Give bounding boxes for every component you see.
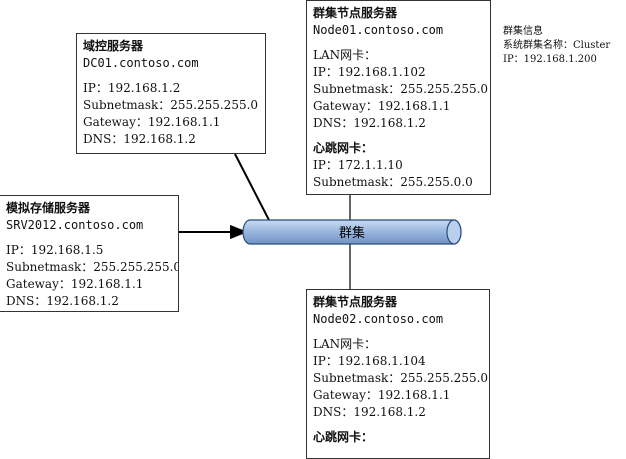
link-dc-cluster: [234, 153, 271, 223]
node01-line: 心跳网卡：: [313, 141, 374, 155]
dc-line: DC01.contoso.com: [83, 56, 199, 70]
storage-gap: [6, 234, 172, 242]
cluster-node01-box: 群集节点服务器 Node01.contoso.com LAN网卡： IP：192…: [306, 0, 491, 195]
node02-line: DNS：192.168.1.2: [313, 405, 426, 419]
node01-line: Subnetmask：255.255.255.0: [313, 82, 489, 96]
node01-line: LAN网卡：: [313, 48, 377, 62]
dc-line: DNS：192.168.1.2: [83, 132, 196, 146]
node01-gap: [313, 39, 484, 47]
node01-line: Gateway：192.168.1.1: [313, 99, 451, 113]
dc-line: Subnetmask：255.255.255.0: [83, 98, 259, 112]
cluster-info-line: 系统群集名称：Cluster: [503, 40, 611, 51]
node01-title: 群集节点服务器: [313, 6, 398, 20]
dc-title: 域控服务器: [83, 39, 144, 53]
node02-title: 群集节点服务器: [313, 295, 398, 309]
storage-server-box: 模拟存储服务器 SRV2012.contoso.com IP：192.168.1…: [0, 195, 179, 312]
node02-gap: [313, 421, 483, 429]
dc-gap: [83, 72, 259, 80]
node02-line: 心跳网卡：: [313, 430, 374, 444]
storage-line: Gateway：192.168.1.1: [6, 277, 144, 291]
cluster-pipe: 群集: [242, 219, 462, 245]
cluster-info: 群集信息 系统群集名称：Cluster IP：192.168.1.200: [503, 25, 610, 67]
node01-line: DNS：192.168.1.2: [313, 116, 426, 130]
cluster-info-line: IP：192.168.1.200: [503, 54, 597, 65]
node01-gap: [313, 132, 484, 140]
node01-line: IP：192.168.1.102: [313, 65, 426, 79]
node02-gap: [313, 328, 483, 336]
node01-line: Node01.contoso.com: [313, 23, 444, 37]
domain-controller-box: 域控服务器 DC01.contoso.com IP：192.168.1.2 Su…: [76, 33, 266, 154]
storage-line: SRV2012.contoso.com: [6, 218, 144, 232]
node02-line: LAN网卡：: [313, 337, 377, 351]
node02-line: Node02.contoso.com: [313, 312, 444, 326]
dc-line: Gateway：192.168.1.1: [83, 115, 221, 129]
cluster-node02-box: 群集节点服务器 Node02.contoso.com LAN网卡： IP：192…: [306, 289, 490, 459]
storage-line: Subnetmask：255.255.255.0: [6, 260, 179, 274]
dc-line: IP：192.168.1.2: [83, 81, 181, 95]
cluster-label: 群集: [339, 225, 365, 241]
cluster-pipe-end: [446, 219, 462, 245]
storage-line: IP：192.168.1.5: [6, 243, 104, 257]
node02-line: Gateway：192.168.1.1: [313, 388, 451, 402]
connection-lines: 群集: [179, 153, 462, 289]
node01-line: IP：172.1.1.10: [313, 158, 403, 172]
storage-title: 模拟存储服务器: [6, 201, 91, 215]
node01-line: Subnetmask：255.255.0.0: [313, 175, 473, 189]
cluster-info-title: 群集信息: [503, 26, 543, 37]
node02-line: Subnetmask：255.255.255.0: [313, 371, 489, 385]
node02-line: IP：192.168.1.104: [313, 354, 426, 368]
storage-line: DNS：192.168.1.2: [6, 294, 119, 308]
